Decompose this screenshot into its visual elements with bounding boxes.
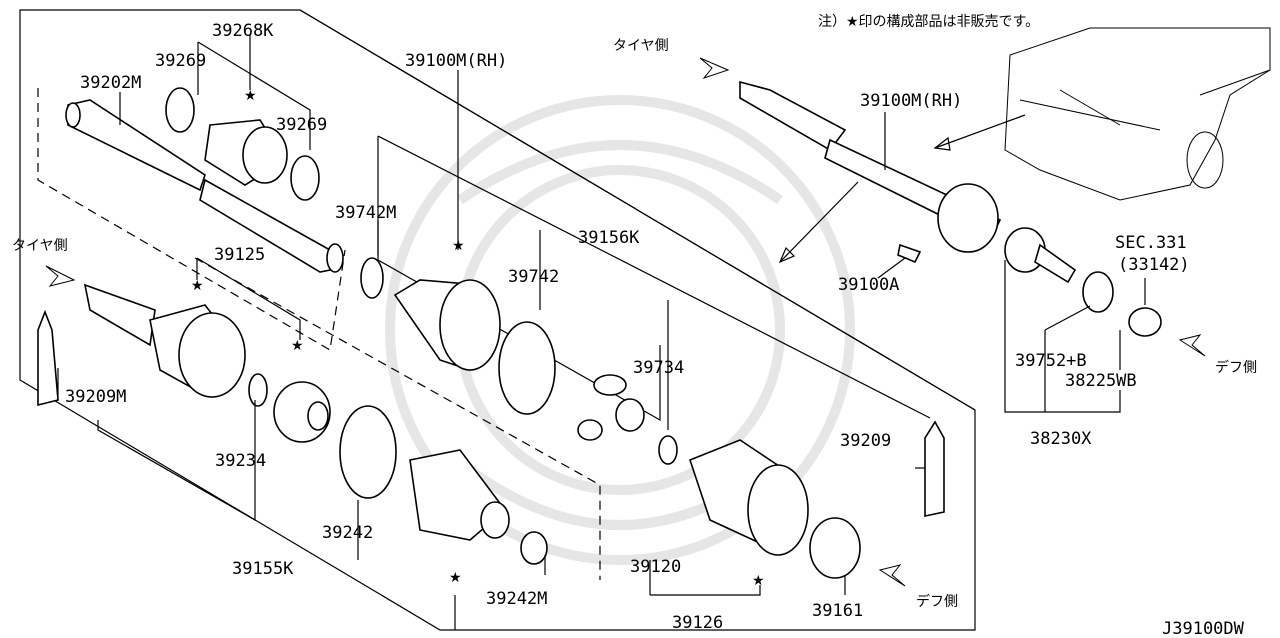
svg-text:★: ★: [291, 338, 304, 354]
label-39155K: 39155K: [232, 559, 294, 579]
seal-33142: [1128, 307, 1162, 337]
ring-39234: [248, 373, 268, 407]
snap-39734: [658, 435, 678, 465]
grease-39209M: [37, 309, 59, 407]
boot-39156K: [393, 279, 501, 371]
label-diff-side-right: デフ側: [1215, 359, 1257, 376]
bolt-39100A: [897, 243, 922, 264]
leader-lines: [57, 35, 1146, 630]
svg-text:★: ★: [752, 573, 765, 589]
label-39268K: 39268K: [212, 21, 274, 41]
box-39155K: [194, 257, 601, 580]
label-38225WB: 38225WB: [1065, 371, 1137, 391]
svg-text:★: ★: [449, 570, 462, 586]
label-39742: 39742: [508, 267, 559, 287]
label-39202M: 39202M: [80, 73, 141, 93]
car-illustration: [1004, 27, 1271, 201]
label-sec331: SEC.331: [1115, 233, 1187, 253]
svg-text:★: ★: [191, 278, 204, 294]
label-39125: 39125: [214, 245, 265, 265]
label-33142: (33142): [1118, 255, 1190, 275]
label-39209M: 39209M: [65, 387, 126, 407]
panel-divider: [299, 9, 976, 411]
inner-race: [273, 381, 331, 443]
label-39100M-right: 39100M(RH): [860, 91, 962, 111]
label-39209: 39209: [840, 431, 891, 451]
bearing-39752B: [1082, 271, 1114, 313]
box-39156K-top: [377, 135, 931, 419]
grease-39209: [924, 420, 945, 517]
label-39752B: 39752+B: [1015, 351, 1087, 371]
label-39161: 39161: [812, 601, 863, 621]
label-39734: 39734: [633, 358, 684, 378]
box-39202M: [37, 88, 346, 351]
spider-39120: [577, 374, 645, 441]
label-39269-a: 39269: [155, 51, 206, 71]
hub-flange: [1004, 227, 1077, 284]
shaft-39202M: [65, 99, 344, 273]
boot-39268K: [165, 87, 320, 201]
label-38230X: 38230X: [1030, 429, 1092, 449]
label-39126: 39126: [672, 613, 723, 633]
label-39269-b: 39269: [276, 115, 327, 135]
label-39242: 39242: [322, 523, 373, 543]
label-39234: 39234: [215, 451, 266, 471]
label-39100A: 39100A: [838, 275, 899, 295]
label-39156K: 39156K: [578, 228, 640, 248]
svg-text:★: ★: [244, 88, 257, 104]
label-39242M: 39242M: [486, 589, 547, 609]
band-39742: [498, 321, 556, 415]
boot-39155K: [409, 449, 510, 541]
label-tire-side-right: タイヤ側: [613, 38, 669, 54]
label-39100M-top: 39100M(RH): [405, 51, 507, 71]
band-39242M: [520, 531, 548, 565]
seal-39161: [809, 517, 861, 579]
figure-code: J39100DW: [1162, 619, 1245, 638]
driveshaft-assembly-right: [739, 80, 1002, 253]
note-text: 注）★印の構成部品は非販売です。: [818, 14, 1039, 30]
band-39242: [339, 405, 397, 499]
housing-39126: [689, 439, 809, 556]
label-39742M: 39742M: [335, 203, 396, 223]
not-sold-stars: ★ ★ ★ ★ ★ ★: [191, 88, 765, 589]
direction-arrows: [45, 57, 1206, 587]
svg-text:★: ★: [452, 238, 465, 254]
label-tire-side-left: タイヤ側: [12, 238, 68, 254]
label-39120: 39120: [630, 557, 681, 577]
joint-39125: [83, 283, 246, 398]
ring-39742M: [360, 257, 384, 299]
label-diff-side-bottom: デフ側: [916, 593, 958, 610]
